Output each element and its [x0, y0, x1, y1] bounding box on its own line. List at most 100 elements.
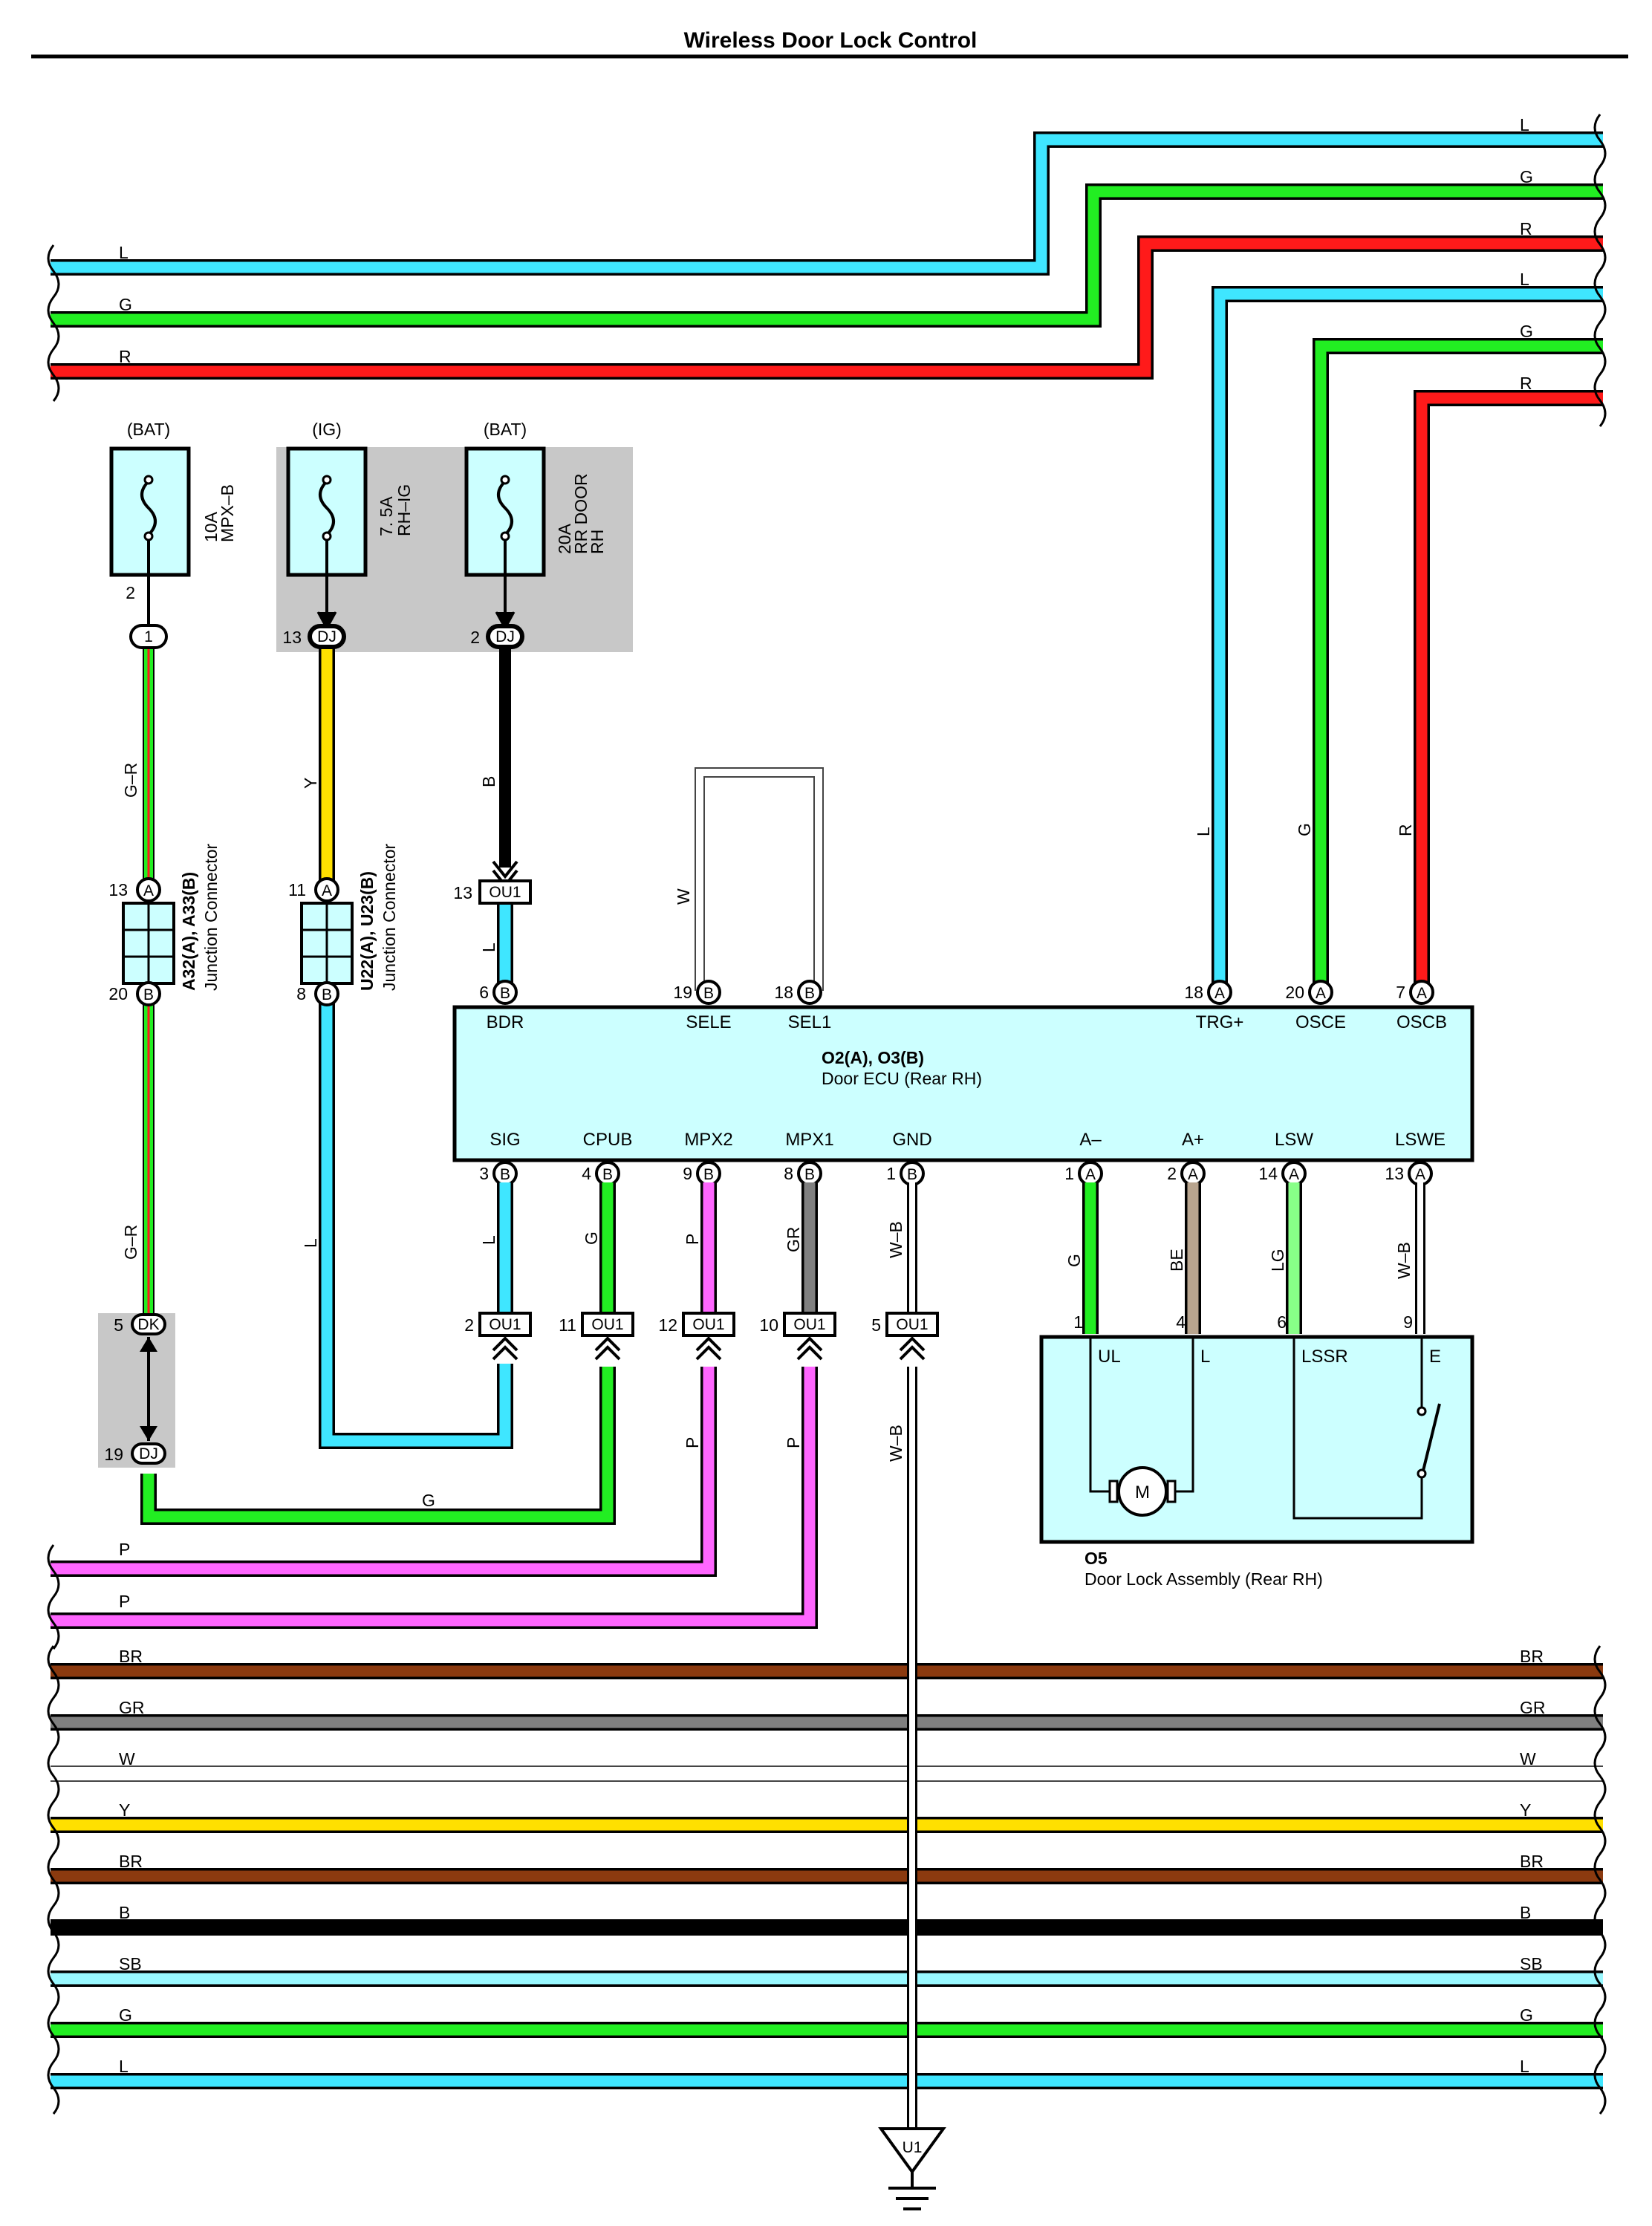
wire-label-sig: L [479, 1235, 498, 1245]
connector-dj-13-pin: 13 [282, 628, 302, 647]
ground-label: U1 [903, 2139, 923, 2156]
ecu-top-signal: OSCE [1295, 1012, 1346, 1032]
dk-top-pin: 5 [114, 1315, 123, 1335]
ecu-bottom-pin-tag: A [1415, 1166, 1425, 1183]
jc1-top-pin: A 13 [108, 877, 161, 902]
wire-label-mpx2: P [683, 1234, 702, 1245]
jc1-bottom-tag: B [143, 986, 154, 1003]
top-bus-wire-g2 [1313, 338, 1603, 994]
ecu-top-pin-tag: B [804, 985, 815, 1002]
connector-badges: 1 DJ 13 DJ 2 A 13 B 20 A [104, 624, 532, 1465]
ecu-bottom-signal: A– [1079, 1130, 1102, 1150]
connector-dj-13: DJ 13 [282, 624, 346, 649]
dk-shade [98, 1313, 175, 1468]
dl-pin-l: 4 [1176, 1312, 1186, 1332]
ou1-tag: OU1 [489, 1316, 521, 1333]
dk-bottom-tag: DJ [139, 1445, 158, 1462]
wire-label-mpx1: GR [784, 1227, 803, 1253]
jc1-bottom-pin-num: 20 [108, 984, 128, 1003]
fuse1-rating: 10A [201, 511, 221, 542]
jc2-top-pin: A 11 [288, 877, 339, 902]
ou1-tag: OU1 [896, 1316, 928, 1333]
ecu-top-pin-number: 18 [1184, 983, 1203, 1002]
fuse3-rating: 20A [555, 523, 574, 554]
ou1-tag: OU1 [793, 1316, 825, 1333]
ecu-top-signal: OSCB [1396, 1012, 1447, 1032]
jc2-bottom-pin-num: 8 [296, 984, 306, 1003]
ecu-bottom-pin-number: 14 [1258, 1164, 1278, 1183]
dl-sig-lssr: LSSR [1301, 1347, 1348, 1367]
diagram-title: Wireless Door Lock Control [684, 28, 978, 53]
connector-ou1-13: OU1 13 [453, 879, 532, 905]
dl-pin-ul: 1 [1073, 1312, 1083, 1332]
top-left-label-l: L [119, 243, 129, 262]
bottom-bus-label-right: Y [1520, 1800, 1531, 1820]
ecu-bottom-signal: LSW [1275, 1130, 1313, 1150]
ground-u1: U1 [878, 2127, 946, 2210]
fuse2-rating: 7. 5A [377, 496, 396, 536]
fuse-rh-ig: (IG) 7. 5A RH–IG [286, 420, 414, 631]
ecu-bottom-pin-tag: B [602, 1166, 613, 1183]
bottom-bus-label-left: W [119, 1749, 135, 1768]
jc1-name: A32(A), A33(B) [179, 872, 198, 991]
fuse3-source: (BAT) [484, 420, 527, 439]
bottom-bus-left-break [47, 1645, 60, 2115]
wire-label-gnd-lower: W–B [886, 1425, 905, 1462]
ecu-top-signal: BDR [487, 1012, 524, 1032]
ecu-top-pin-tag: A [1316, 985, 1326, 1002]
jc1-bottom-pin: B 20 [108, 981, 161, 1006]
motor-label: M [1135, 1483, 1150, 1503]
bottom-bus-label-left: GR [119, 1698, 145, 1717]
ecu-bottom-pin-number: 1 [886, 1164, 896, 1183]
bottom-bus-label-right: B [1520, 1903, 1531, 1922]
ou1-pin: 11 [559, 1315, 576, 1335]
jc1-top-tag: A [143, 882, 154, 899]
ecu-desc: Door ECU (Rear RH) [822, 1069, 982, 1088]
bottom-bus-label-left: B [119, 1903, 130, 1922]
bottom-bus-label-right: G [1520, 2005, 1533, 2025]
bottom-bus-label-left: L [119, 2057, 129, 2076]
jc2-name: U22(A), U23(B) [357, 871, 377, 991]
ecu-bottom-pin-tag: B [907, 1166, 917, 1183]
ecu-bottom-pin-number: 13 [1385, 1164, 1404, 1183]
ecu-bottom-signal: GND [892, 1130, 931, 1150]
wire-label-a-plus: BE [1167, 1249, 1186, 1272]
ecu-bottom-pin-number: 8 [784, 1164, 793, 1183]
wire-label-g-bottom: G [422, 1491, 435, 1510]
wire-label-lsw: LG [1268, 1249, 1287, 1272]
wire-label-y: Y [301, 778, 320, 789]
wire-label-p1: P [119, 1540, 130, 1559]
connector-dj-2: DJ 2 [470, 624, 524, 649]
bottom-bus-label-right: BR [1520, 1852, 1544, 1871]
ecu-bottom-pin-number: 4 [582, 1164, 591, 1183]
bottom-bus-label-left: Y [119, 1800, 130, 1820]
top-right-label-l2: L [1520, 270, 1529, 289]
fuse-rr-door-rh: (BAT) 20A RR DOOR RH [464, 420, 607, 631]
wire-label-w: W [674, 888, 693, 905]
wire-label-osce: G [1295, 823, 1314, 836]
wire-label-mpx2-lower: P [683, 1437, 702, 1448]
ecu-bottom-pin-tag: A [1188, 1166, 1198, 1183]
bottom-bus-label-right: L [1520, 2057, 1529, 2076]
wire-label-l-jc: L [301, 1238, 320, 1248]
left-lower-break [47, 1544, 60, 1650]
bottom-bus-label-right: SB [1520, 1954, 1543, 1973]
top-bus: L G R L G R L G R [47, 114, 1607, 994]
ecu-top-pin-number: 20 [1285, 983, 1304, 1002]
